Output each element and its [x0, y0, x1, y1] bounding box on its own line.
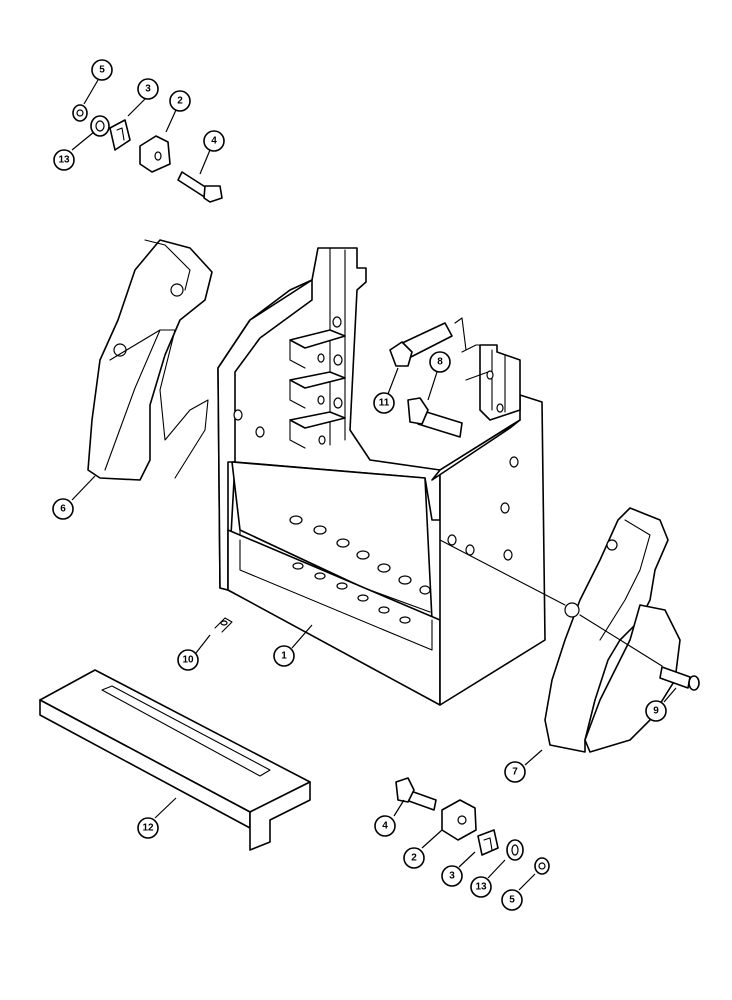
clip-top-3 — [109, 119, 131, 151]
block-top-2 — [139, 135, 171, 173]
callout-label: 4 — [382, 821, 388, 832]
callout-2-top: 2 — [169, 90, 191, 112]
alignment-lines — [439, 317, 663, 667]
callout-label: 6 — [60, 504, 66, 515]
callout-label: 9 — [653, 706, 659, 717]
callout-label: 3 — [449, 871, 455, 882]
callout-13-bottom: 13 — [470, 876, 492, 898]
clip-bottom-3 — [477, 829, 499, 856]
left-guide — [87, 239, 213, 481]
callout-label: 5 — [99, 65, 105, 76]
callout-4-top: 4 — [203, 130, 225, 152]
bolt-top — [177, 171, 223, 203]
washer-top-5 — [72, 104, 88, 122]
washer-top-13 — [90, 115, 110, 137]
callout-5-top: 5 — [91, 59, 113, 81]
callout-10: 10 — [177, 649, 199, 671]
slide-plate — [39, 669, 311, 851]
callout-11: 11 — [373, 392, 395, 414]
bolt-11 — [389, 322, 453, 367]
main-bracket — [217, 247, 546, 706]
callout-5-bottom: 5 — [501, 889, 523, 911]
callout-6: 6 — [52, 498, 74, 520]
callout-label: 3 — [145, 84, 151, 95]
callout-label: 5 — [509, 895, 515, 906]
pin-9 — [659, 666, 700, 691]
callout-label: 13 — [475, 882, 487, 893]
callout-13-top: 13 — [53, 149, 75, 171]
bolt-8 — [407, 397, 463, 438]
callout-label: 11 — [379, 398, 390, 409]
callout-7: 7 — [504, 761, 526, 783]
block-bottom-2 — [441, 799, 477, 841]
bolt-bottom — [395, 777, 437, 811]
callout-3-top: 3 — [137, 78, 159, 100]
callout-label: 13 — [58, 155, 70, 166]
right-guide — [544, 507, 681, 753]
callout-label: 7 — [512, 767, 518, 778]
key-10 — [214, 617, 233, 633]
callout-label: 2 — [177, 96, 183, 107]
washer-bottom-13 — [506, 839, 524, 861]
callout-label: 10 — [182, 655, 194, 666]
callout-label: 12 — [142, 823, 154, 834]
callout-8: 8 — [429, 351, 451, 373]
callout-9: 9 — [645, 700, 667, 722]
callout-4-bottom: 4 — [374, 815, 396, 837]
callout-label: 1 — [281, 651, 287, 662]
callout-1: 1 — [273, 645, 295, 667]
callout-label: 2 — [411, 853, 417, 864]
leader-lines — [71, 79, 677, 891]
callout-3-bottom: 3 — [441, 865, 463, 887]
callout-label: 8 — [437, 357, 443, 368]
washer-bottom-5 — [534, 857, 550, 875]
callout-2-bottom: 2 — [403, 847, 425, 869]
callout-label: 4 — [211, 136, 217, 147]
callout-12: 12 — [137, 817, 159, 839]
